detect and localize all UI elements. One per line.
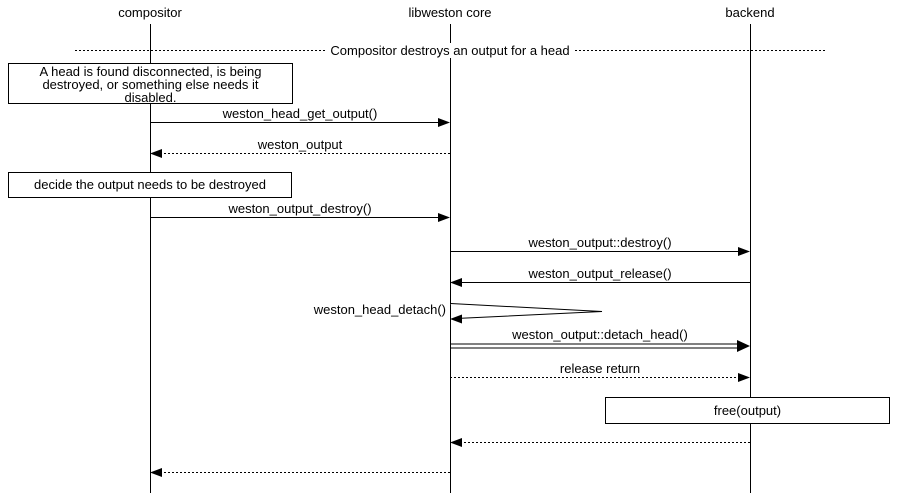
message-label-weston-head-detach: weston_head_detach() [313,302,446,317]
note-free-output: free(output) [605,397,890,424]
message-label-weston-output-destroy: weston_output_destroy() [228,201,372,216]
message-label-weston-output-release: weston_output_release() [528,266,672,281]
message-arrowhead-left [450,314,462,324]
message-arrowhead-left [150,468,162,477]
message-arrowhead-left [150,149,162,158]
message-arrowhead-right [737,340,750,352]
message-label-release-return: release return [559,361,641,376]
message-arrowhead-right [738,373,750,382]
message-label-weston-output-colons-destroy: weston_output::destroy() [528,235,672,250]
message-label-weston-output: weston_output [257,137,343,152]
actor-label-libweston-core: libweston core [408,5,492,20]
message-arrowhead-left [450,438,462,447]
note-head-disconnected: A head is found disconnected, is being d… [8,63,293,104]
message-arrowhead-right [738,247,750,256]
note-decide-destroy: decide the output needs to be destroyed [8,172,292,198]
message-selfloop-weston-head-detach [450,303,603,319]
message-label-weston-output-detach-head: weston_output::detach_head() [512,327,688,342]
divider-title-text: Compositor destroys an output for a head [326,43,574,58]
divider-title: Compositor destroys an output for a head [0,43,900,58]
message-arrowhead-right [438,118,450,127]
message-arrowhead-right [438,213,450,222]
message-label-weston-head-get-output: weston_head_get_output() [222,106,378,121]
message-arrowhead-left [450,278,462,287]
actor-label-backend: backend [725,5,775,20]
actor-label-compositor: compositor [118,5,182,20]
